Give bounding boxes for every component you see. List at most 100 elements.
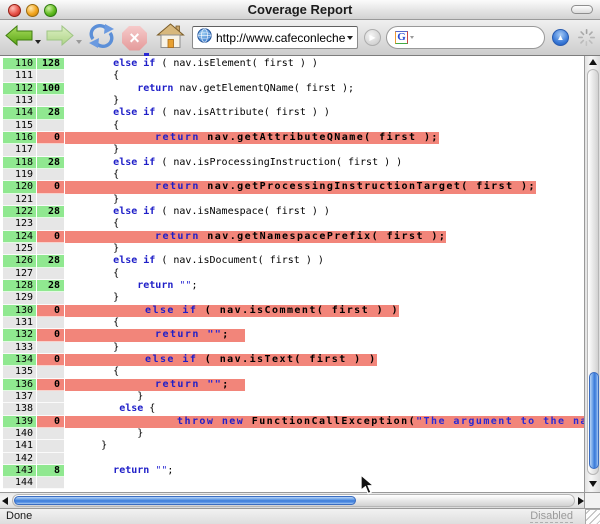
vertical-scrollbar[interactable] [584,56,600,492]
code-cell: { [65,366,120,378]
hit-count-cell [37,316,64,330]
title-bar[interactable]: Coverage Report [0,0,600,20]
close-button[interactable] [8,4,21,17]
code-line-row: 140 } [0,427,584,441]
code-cell: return ""; [137,279,198,291]
code-line-row: 117 } [0,144,584,157]
disabled-indicator[interactable]: Disabled [530,510,573,523]
line-number-cell: 135 [3,366,36,379]
hit-count-cell [37,341,64,354]
code-cell: { [65,316,120,328]
back-button[interactable] [5,24,41,52]
code-cell: } [65,341,120,353]
code-cell [65,477,584,489]
hit-count-cell: 0 [37,353,64,367]
line-number-cell: 116 [3,131,36,145]
line-number-cell: 132 [3,329,36,342]
hit-count-cell [37,144,64,157]
code-line-row: 119 { [0,168,584,182]
h-scroll-track[interactable] [12,494,575,507]
uncovered-highlight: return nav.getProcessingInstructionTarge… [65,181,537,194]
line-number-cell: 118 [3,156,36,169]
toolbar-toggle-pill[interactable] [571,5,593,14]
code-line-row: 111 { [0,70,584,83]
minimize-button[interactable] [26,4,39,17]
code-cell: } [65,292,120,304]
hit-count-cell [37,218,64,231]
forward-history-dropdown-icon[interactable] [76,40,82,44]
line-number-cell: 124 [3,230,36,243]
v-scroll-up-arrow-icon[interactable] [589,59,597,65]
search-dropdown-icon[interactable] [410,36,414,39]
code-cell: else { [119,403,156,415]
window-title: Coverage Report [247,2,353,17]
uncovered-highlight: else if ( nav.isComment( first ) ) [65,304,400,317]
line-number-cell: 142 [3,452,36,465]
back-arrow-icon [5,24,33,51]
code-line-row: 138 else { [0,403,584,416]
search-field[interactable]: G [386,26,545,49]
code-cell: } [65,427,144,439]
code-cell: } [65,390,144,402]
url-text[interactable]: http://www.cafeconleche [216,30,345,45]
hit-count-cell [37,119,64,132]
uncovered-highlight: return ""; [65,378,245,391]
code-cell: else if ( nav.isAttribute( first ) ) [113,107,330,119]
code-cell: { [65,218,120,230]
search-go-button[interactable]: ▲ [552,29,569,46]
line-number-cell: 141 [3,440,36,453]
code-cell: { [65,70,120,82]
hit-count-cell [37,94,64,108]
v-scroll-track[interactable] [587,69,599,475]
forward-button[interactable] [46,24,82,52]
h-scroll-left-arrow-icon[interactable] [2,497,8,505]
code-cell: return nav.getNamespacePrefix( first ); [65,230,584,243]
v-scroll-down-arrow-icon[interactable] [589,481,597,487]
url-dropdown-icon[interactable] [347,35,353,40]
stop-button[interactable]: × [122,24,147,52]
code-line-row: 113 } [0,94,584,108]
h-scroll-thumb[interactable] [14,496,356,505]
hit-count-cell: 28 [37,107,64,120]
code-cell [65,453,584,465]
back-history-dropdown-icon[interactable] [35,40,41,44]
url-field[interactable]: http://www.cafeconleche [192,26,358,49]
line-number-cell: 120 [3,181,36,194]
horizontal-scrollbar[interactable] [0,492,584,508]
hit-count-cell [37,168,64,182]
go-button[interactable]: ▶ [364,29,381,46]
code-cell: } [65,193,120,205]
line-number-cell: 140 [3,427,36,441]
line-number-cell: 111 [3,70,36,83]
resize-grip[interactable] [585,509,600,524]
line-number-cell: 139 [3,415,36,428]
hit-count-cell: 28 [37,255,64,268]
zoom-button[interactable] [44,4,57,17]
line-number-cell: 130 [3,304,36,317]
h-scroll-right-arrow-icon[interactable] [578,497,584,505]
line-number-cell: 144 [3,477,36,490]
code-line-row: 133 } [0,341,584,354]
hit-count-cell: 28 [37,279,64,293]
toolbar: × http://www [0,20,600,56]
code-cell: return nav.getProcessingInstructionTarge… [65,181,584,194]
forward-arrow-icon [46,24,74,51]
code-line-row: 144 [0,477,584,490]
home-button[interactable] [156,22,185,52]
code-line-row: 131 { [0,316,584,330]
hit-count-cell [37,267,64,280]
code-cell: else if ( nav.isElement( first ) ) [113,58,318,69]
v-scroll-thumb[interactable] [589,372,599,469]
uncovered-highlight: return ""; [65,329,245,342]
code-cell: return ""; [65,329,584,342]
line-number-cell: 112 [3,82,36,95]
reload-button[interactable] [88,23,115,52]
